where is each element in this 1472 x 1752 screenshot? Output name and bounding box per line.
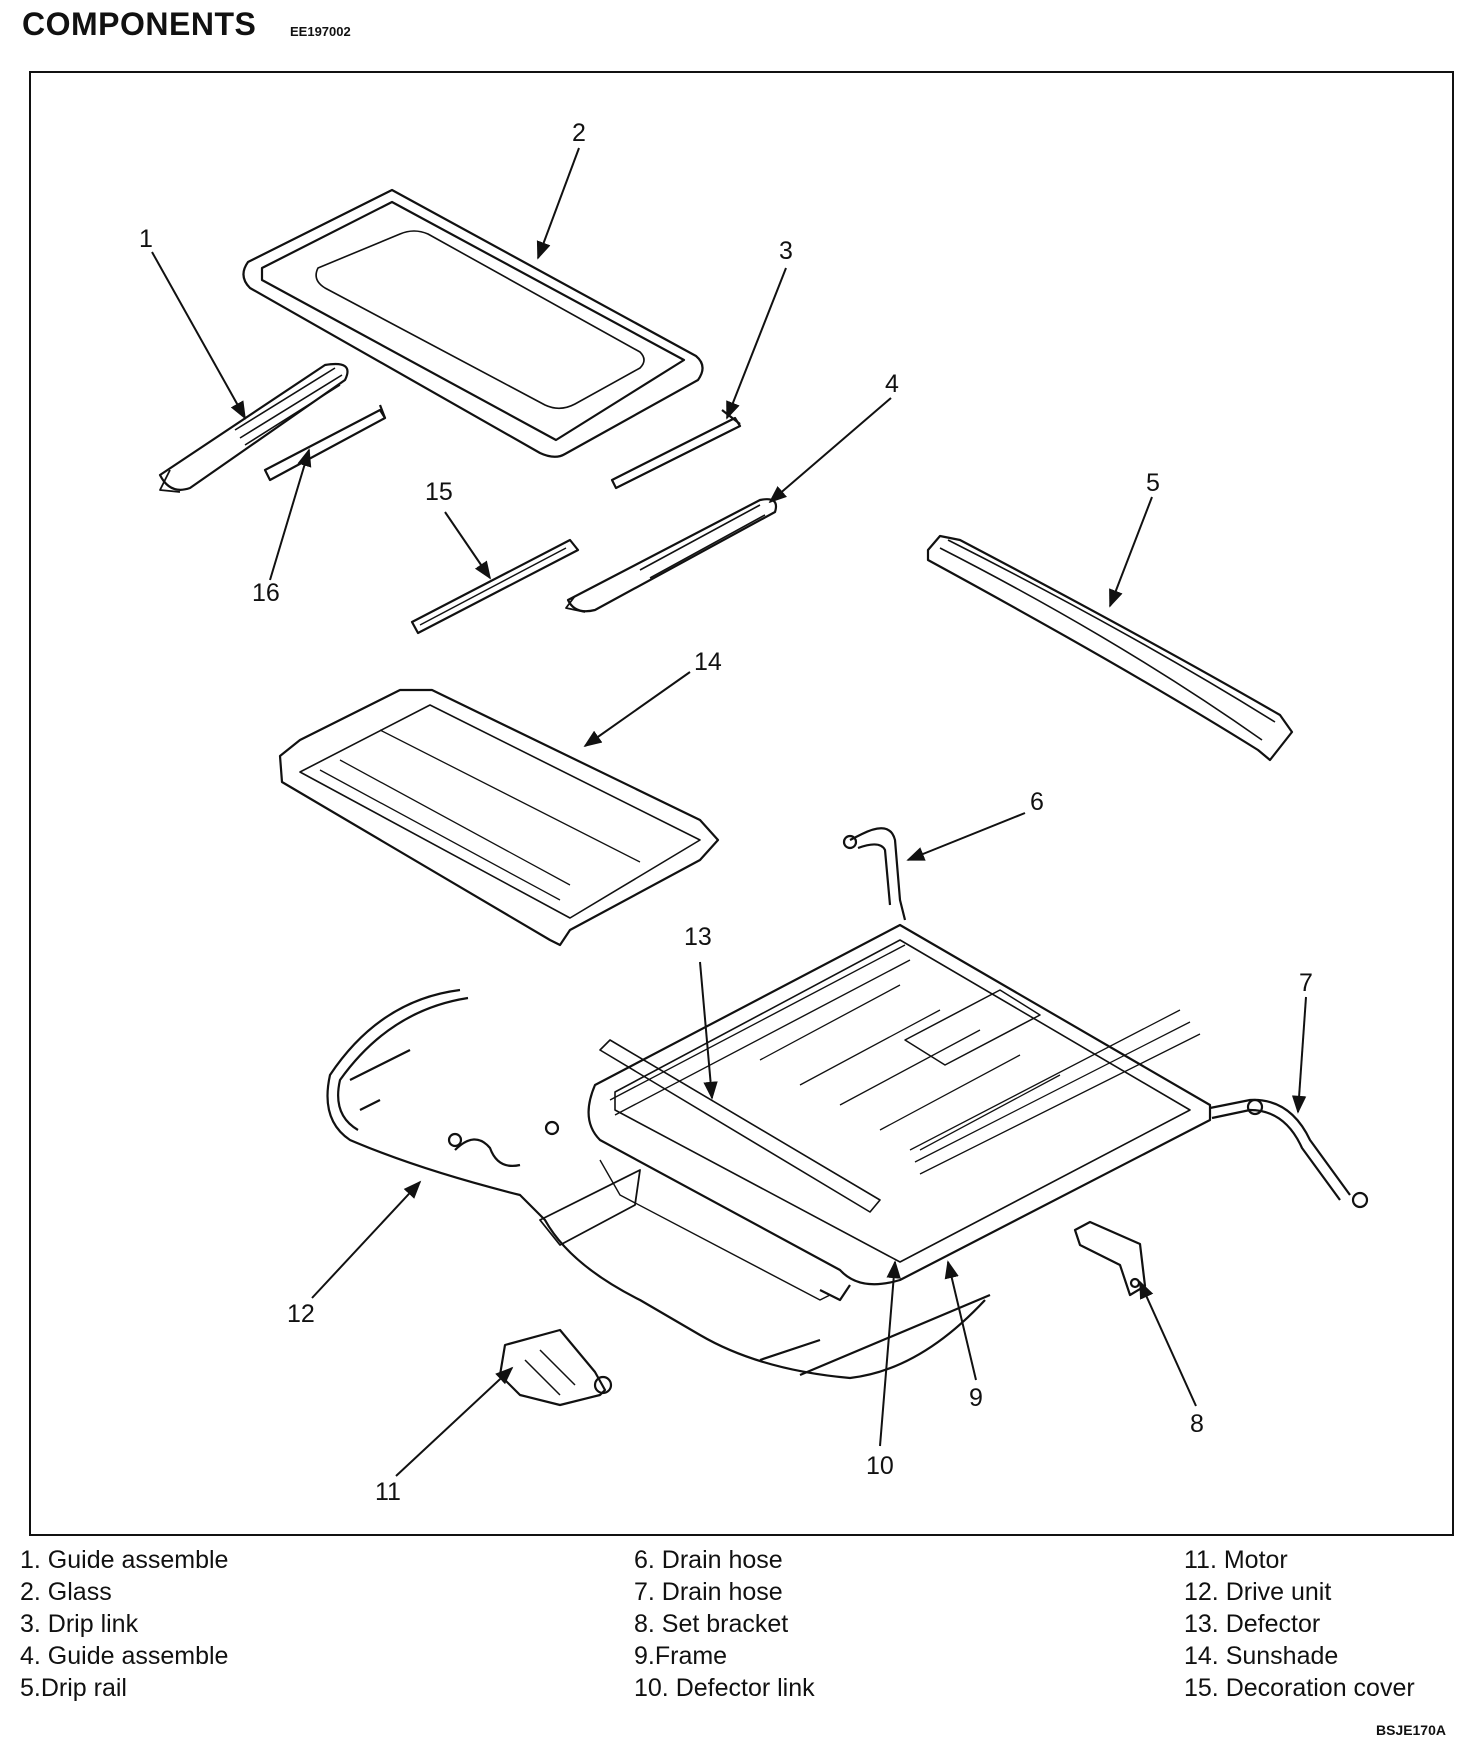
legend-item: 11. Motor bbox=[1184, 1546, 1288, 1574]
drain-hose-6-part bbox=[842, 827, 907, 921]
sunshade-part bbox=[278, 688, 720, 947]
legend-item: 8. Set bracket bbox=[634, 1610, 789, 1638]
callout-14: 14 bbox=[694, 648, 722, 676]
glass-part bbox=[242, 188, 704, 458]
callout-16: 16 bbox=[252, 579, 280, 607]
drip-rail-part bbox=[926, 534, 1294, 762]
legend-column-1: 1. Guide assemble 2. Glass 3. Drip link … bbox=[20, 1544, 228, 1704]
callout-4: 4 bbox=[885, 370, 899, 398]
motor-part bbox=[498, 1328, 613, 1407]
legend-item: 1. Guide assemble bbox=[20, 1546, 229, 1574]
frame-part bbox=[587, 923, 1212, 1302]
callout-11: 11 bbox=[375, 1478, 401, 1506]
drain-hose-7-part bbox=[1209, 1098, 1369, 1209]
legend-item: 12. Drive unit bbox=[1184, 1578, 1332, 1606]
diagram-frame bbox=[29, 71, 1454, 1536]
callout-15: 15 bbox=[425, 478, 453, 506]
exploded-sunroof-diagram: 1 2 3 4 5 6 7 8 9 10 11 12 13 14 15 16 bbox=[139, 119, 1369, 1506]
callout-9: 9 bbox=[969, 1384, 983, 1412]
legend-item: 15. Decoration cover bbox=[1184, 1674, 1415, 1702]
guide-assembly-right bbox=[565, 498, 778, 613]
document-code: EE197002 bbox=[290, 24, 351, 39]
legend-item: 14. Sunshade bbox=[1184, 1642, 1339, 1670]
callout-12: 12 bbox=[287, 1300, 315, 1328]
legend-column-2: 6. Drain hose 7. Drain hose 8. Set brack… bbox=[634, 1544, 815, 1704]
set-bracket-part bbox=[1073, 1220, 1147, 1297]
legend-item: 5.Drip rail bbox=[20, 1674, 127, 1702]
legend-item: 2. Glass bbox=[20, 1578, 112, 1606]
legend-column-3: 11. Motor 12. Drive unit 13. Defector 14… bbox=[1184, 1544, 1415, 1704]
callout-2: 2 bbox=[572, 119, 586, 147]
legend-item: 9.Frame bbox=[634, 1642, 728, 1670]
drip-link-part bbox=[610, 409, 742, 490]
callout-13: 13 bbox=[684, 923, 712, 951]
callout-5: 5 bbox=[1146, 469, 1160, 497]
callout-8: 8 bbox=[1190, 1410, 1204, 1438]
figure-code: BSJE170A bbox=[1375, 1722, 1446, 1738]
legend-item: 7. Drain hose bbox=[634, 1578, 783, 1606]
guide-assembly-left bbox=[158, 362, 349, 493]
callout-6: 6 bbox=[1030, 788, 1044, 816]
legend-item: 10. Defector link bbox=[634, 1674, 815, 1702]
defector-part bbox=[599, 1039, 881, 1213]
rail-16-part bbox=[263, 404, 387, 482]
callout-3: 3 bbox=[779, 237, 793, 265]
legend-item: 13. Defector bbox=[1184, 1610, 1321, 1638]
callout-10: 10 bbox=[866, 1452, 894, 1480]
legend-item: 3. Drip link bbox=[20, 1610, 139, 1638]
page-title: COMPONENTS bbox=[22, 6, 257, 42]
decoration-cover-part bbox=[410, 538, 580, 635]
legend-item: 4. Guide assemble bbox=[20, 1642, 229, 1670]
callout-1: 1 bbox=[139, 225, 153, 253]
callout-7: 7 bbox=[1299, 969, 1313, 997]
legend-item: 6. Drain hose bbox=[634, 1546, 783, 1574]
